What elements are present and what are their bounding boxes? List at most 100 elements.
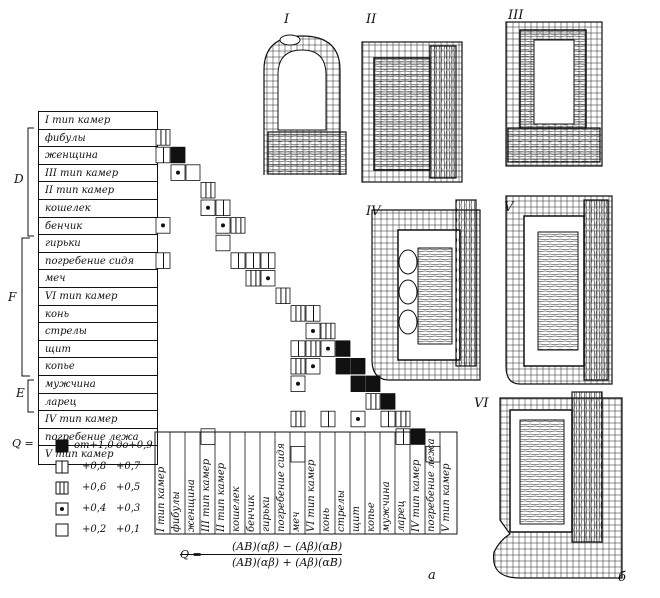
row-label: ларец	[39, 394, 157, 412]
matrix-cell	[305, 340, 321, 357]
formula-numerator: (AB)(αβ) − (Aβ)(αB)	[180, 540, 343, 555]
matrix-cell	[290, 375, 306, 393]
matrix-cell	[290, 305, 306, 322]
q-formula: Q = (AB)(αβ) − (Aβ)(αB) (AB)(αβ) + (Aβ)(…	[180, 540, 343, 569]
legend-item-4-left: +0,4	[82, 503, 107, 514]
matrix-cell	[320, 340, 336, 357]
formula-denominator: (AB)(αβ) + (Aβ)(αB)	[232, 556, 343, 569]
chamber-type-3	[505, 21, 603, 167]
figure-label-iii: III	[508, 8, 524, 23]
legend-item-3-right: +0,5	[116, 482, 141, 493]
row-label: фибулы	[39, 130, 157, 148]
matrix-cell	[335, 340, 351, 357]
row-label: гирьки	[39, 235, 157, 253]
formula-lhs: Q =	[180, 548, 202, 561]
matrix-cell	[365, 393, 381, 410]
matrix-cell	[290, 357, 306, 375]
row-label: IV тип камер	[39, 411, 157, 429]
matrix-cell	[215, 234, 231, 252]
row-label: погребение лежа	[39, 429, 157, 447]
matrix-cell	[155, 129, 171, 146]
chamber-type-1	[263, 34, 347, 175]
matrix-cell	[245, 269, 261, 287]
row-label: бенчик	[39, 218, 157, 236]
legend-item-3-left: +0,6	[82, 482, 107, 493]
legend-item-2-right: +0,7	[116, 461, 141, 472]
legend-item-4-right: +0,3	[116, 503, 141, 514]
matrix-cell	[260, 269, 276, 287]
figure-label-b: б	[618, 570, 626, 585]
row-label: конь	[39, 306, 157, 324]
chamber-type-6	[492, 391, 623, 579]
group-label-d: D	[14, 172, 24, 186]
row-label: женщина	[39, 147, 157, 165]
matrix-cell	[230, 217, 246, 234]
matrix-cell	[260, 252, 276, 269]
matrix-cell	[350, 375, 366, 393]
matrix-cell	[275, 287, 291, 305]
row-label: щит	[39, 341, 157, 359]
matrix-cell	[215, 217, 231, 234]
matrix-cell	[305, 305, 321, 322]
row-label: II тип камер	[39, 182, 157, 200]
matrix-cell	[290, 340, 306, 357]
figure-label-a: а	[428, 568, 436, 583]
matrix-cell	[170, 164, 186, 181]
matrix-row-labels: I тип камер фибулы женщина III тип камер…	[38, 111, 158, 465]
row-label: III тип камер	[39, 165, 157, 183]
matrix-cell	[380, 410, 396, 428]
figure-label-iv: IV	[366, 204, 381, 219]
figure-label-ii: II	[366, 12, 377, 27]
matrix-cell	[335, 357, 351, 375]
figure-label-v: V	[504, 200, 514, 215]
chamber-type-2	[361, 41, 463, 183]
chamber-type-4	[371, 199, 481, 381]
matrix-cell	[200, 199, 216, 217]
matrix-cell	[215, 199, 231, 217]
matrix-cell	[395, 428, 411, 445]
matrix-cell	[350, 357, 366, 375]
matrix-cell	[245, 252, 261, 269]
row-label: кошелек	[39, 200, 157, 218]
group-label-f: F	[8, 290, 17, 304]
figure-label-vi: VI	[474, 396, 489, 411]
matrix-cell	[155, 146, 171, 164]
matrix-cell	[185, 164, 201, 181]
matrix-cell	[305, 322, 321, 340]
matrix-cell	[290, 410, 306, 428]
matrix-cell	[365, 375, 381, 393]
row-label: I тип камер	[39, 112, 157, 130]
matrix-cell	[395, 410, 411, 428]
matrix-cell	[320, 410, 336, 428]
legend-item-2-left: +0,8	[82, 461, 107, 472]
matrix-cell	[305, 357, 321, 375]
row-label: меч	[39, 270, 157, 288]
row-label: V тип камер	[45, 449, 114, 461]
matrix-cell	[350, 410, 366, 428]
row-label: VI тип камер	[39, 288, 157, 306]
matrix-cell	[155, 217, 171, 234]
row-label: стрелы	[39, 323, 157, 341]
row-label: копье	[39, 358, 157, 376]
legend-item-1-right: до+0,9	[116, 440, 153, 451]
legend-item-5-right: +0,1	[116, 524, 141, 535]
matrix-cell	[320, 322, 336, 340]
group-label-e: E	[16, 386, 25, 400]
row-label: погребение сидя	[39, 253, 157, 271]
chamber-type-5	[505, 195, 613, 385]
legend-q-label: Q =	[12, 437, 34, 450]
matrix-cell	[380, 393, 396, 410]
matrix-cell	[230, 252, 246, 269]
matrix-cell	[170, 146, 186, 164]
legend-item-1-left: от+1,0	[74, 440, 114, 451]
legend-item-5-left: +0,2	[82, 524, 107, 535]
matrix-cell	[200, 181, 216, 199]
matrix-cell	[155, 252, 171, 269]
figure-label-i: I	[284, 12, 290, 27]
row-label: мужчина	[39, 376, 157, 394]
